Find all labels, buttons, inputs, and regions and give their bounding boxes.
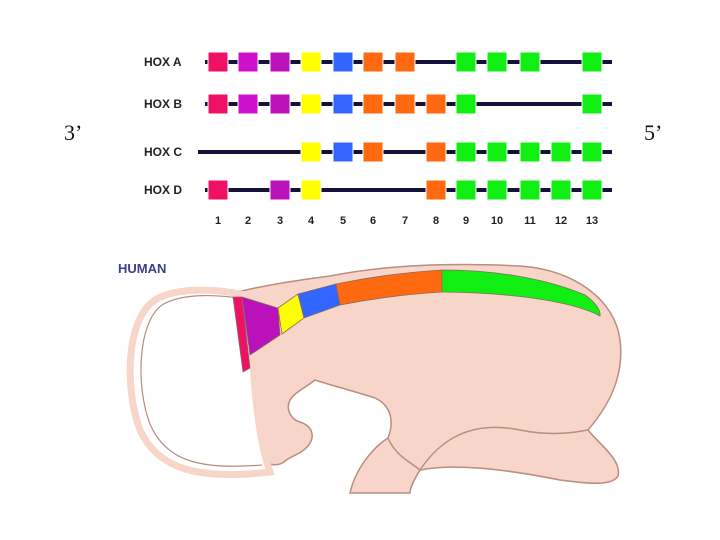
gene-box-13 [581,179,603,201]
region-gene-3 [241,296,281,356]
gene-box-6 [362,141,384,163]
gene-box-6 [362,93,384,115]
gene-box-10 [486,51,508,73]
hox-cluster-hox-b: HOX B [144,93,612,115]
gene-number-10: 10 [491,215,503,227]
gene-number-4: 4 [308,215,315,227]
five-prime-label: 5’ [644,120,663,145]
gene-number-13: 13 [586,215,598,227]
gene-box-3 [269,93,291,115]
hox-cluster-hox-a: HOX A [144,51,612,73]
gene-box-8 [425,179,447,201]
gene-number-9: 9 [463,215,469,227]
hox-cluster-hox-c: HOX C [144,141,612,163]
gene-box-11 [519,141,541,163]
gene-number-11: 11 [524,215,536,227]
organism-label: HUMAN [118,261,166,276]
gene-box-7 [394,93,416,115]
embryo-body [232,263,622,494]
gene-box-1 [207,179,229,201]
gene-box-12 [550,141,572,163]
limb-contour [419,426,589,471]
embryo-head [126,286,275,479]
region-gene-9 [441,269,601,317]
gene-box-10 [486,141,508,163]
gene-number-3: 3 [277,215,283,227]
gene-box-3 [269,179,291,201]
gene-box-11 [519,179,541,201]
gene-box-8 [425,93,447,115]
gene-number-1: 1 [215,215,221,227]
gene-box-9 [455,179,477,201]
gene-box-7 [394,51,416,73]
gene-number-6: 6 [370,215,376,227]
gene-box-8 [425,141,447,163]
gene-box-9 [455,51,477,73]
gene-box-12 [550,179,572,201]
gene-number-2: 2 [245,215,251,227]
cluster-label: HOX A [144,55,182,69]
gene-box-1 [207,51,229,73]
gene-box-9 [455,93,477,115]
hox-cluster-hox-d: HOX D [144,179,612,201]
hox-cluster-rows: HOX A HOX B HOX C HOX D [144,51,612,201]
region-gene-1 [232,296,251,373]
gene-box-13 [581,141,603,163]
cluster-label: HOX D [144,183,182,197]
gene-box-13 [581,51,603,73]
human-embryo-figure: HUMAN [118,261,622,494]
gene-box-2 [237,51,259,73]
gene-number-7: 7 [402,215,408,227]
gene-box-2 [237,93,259,115]
cluster-label: HOX C [144,145,182,159]
gene-box-4 [300,179,322,201]
gene-box-6 [362,51,384,73]
gene-box-4 [300,141,322,163]
gene-box-1 [207,93,229,115]
gene-number-8: 8 [433,215,439,227]
arm-contour [387,437,421,471]
gene-box-5 [332,141,354,163]
gene-box-11 [519,51,541,73]
gene-number-12: 12 [555,215,567,227]
gene-box-3 [269,51,291,73]
gene-number-5: 5 [340,215,346,227]
gene-box-9 [455,141,477,163]
gene-box-10 [486,179,508,201]
three-prime-label: 3’ [64,120,83,145]
gene-box-5 [332,51,354,73]
cluster-label: HOX B [144,97,182,111]
gene-box-13 [581,93,603,115]
gene-box-5 [332,93,354,115]
gene-box-4 [300,93,322,115]
gene-box-4 [300,51,322,73]
head-inner-outline [140,295,263,467]
